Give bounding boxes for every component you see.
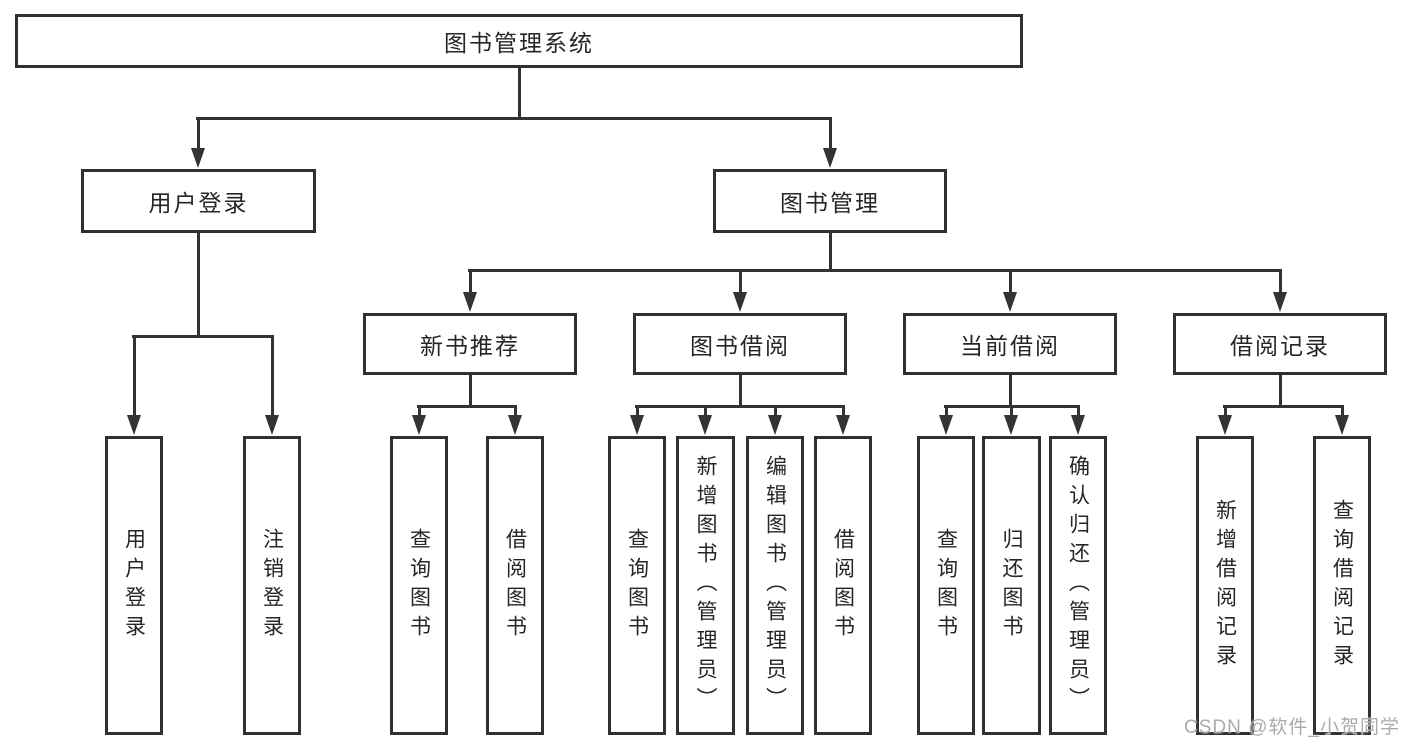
node-library-system: 图书管理系统 (15, 14, 1023, 68)
connector-hline (635, 404, 845, 408)
connector-hline (468, 268, 1282, 272)
connector-vline (196, 233, 200, 338)
leaf-user-login: 用户登录 (105, 436, 163, 735)
connector-arrow-stem (270, 336, 274, 422)
connector-arrow-stem (468, 270, 472, 299)
connector-vline (828, 233, 832, 272)
leaf-add-borrow-record-label: 新增借阅记录 (1213, 498, 1237, 673)
connector-vline (468, 375, 472, 408)
leaf-borrow-book-2: 借阅图书 (814, 436, 872, 735)
node-book-borrow-label: 图书借阅 (690, 333, 790, 359)
leaf-query-book-1: 查询图书 (390, 436, 448, 735)
connector-vline (1008, 375, 1012, 408)
node-library-system-label: 图书管理系统 (444, 30, 594, 56)
connector-arrowhead (1218, 415, 1232, 435)
connector-arrow-stem (196, 118, 200, 155)
connector-arrow-stem (132, 336, 136, 422)
connector-arrowhead (1335, 415, 1349, 435)
leaf-user-login-label: 用户登录 (122, 527, 146, 644)
connector-arrow-stem (1076, 406, 1080, 422)
leaf-query-book-2: 查询图书 (608, 436, 666, 735)
leaf-query-book-3: 查询图书 (917, 436, 975, 735)
node-book-borrow: 图书借阅 (633, 313, 847, 375)
leaf-logout-label: 注销登录 (260, 527, 284, 644)
connector-arrow-stem (1278, 270, 1282, 299)
node-borrow-records: 借阅记录 (1173, 313, 1387, 375)
connector-vline (517, 68, 521, 120)
leaf-add-book-label: 新增图书（管理员） (694, 455, 717, 716)
connector-vline (738, 375, 742, 408)
node-new-book-recommend-label: 新书推荐 (420, 333, 520, 359)
node-book-management: 图书管理 (713, 169, 947, 233)
connector-arrowhead (1071, 415, 1085, 435)
connector-arrowhead (508, 415, 522, 435)
connector-arrow-stem (703, 406, 707, 422)
connector-arrowhead (630, 415, 644, 435)
leaf-borrow-book-1-label: 借阅图书 (503, 527, 527, 644)
connector-arrowhead (733, 292, 747, 312)
node-current-borrow: 当前借阅 (903, 313, 1117, 375)
connector-arrowhead (698, 415, 712, 435)
connector-arrow-stem (1009, 406, 1013, 422)
node-book-management-label: 图书管理 (780, 190, 880, 216)
node-user-login-label: 用户登录 (148, 190, 249, 216)
connector-arrow-stem (513, 406, 517, 422)
leaf-edit-book-label: 编辑图书（管理员） (763, 455, 787, 716)
leaf-query-borrow-record-label: 查询借阅记录 (1330, 498, 1354, 673)
connector-arrowhead (265, 415, 279, 435)
connector-arrow-stem (944, 406, 948, 422)
connector-hline (196, 116, 832, 120)
connector-arrow-stem (738, 270, 742, 299)
connector-arrow-stem (841, 406, 845, 422)
connector-arrow-stem (417, 406, 421, 422)
leaf-confirm-return-label: 确认归还（管理员） (1066, 455, 1090, 716)
leaf-logout: 注销登录 (243, 436, 301, 735)
connector-arrowhead (127, 415, 141, 435)
leaf-return-book: 归还图书 (982, 436, 1041, 735)
connector-arrowhead (1273, 292, 1287, 312)
connector-arrowhead (191, 148, 205, 168)
connector-arrowhead (768, 415, 782, 435)
leaf-add-book: 新增图书（管理员） (676, 436, 735, 735)
connector-arrow-stem (828, 118, 832, 155)
connector-arrowhead (836, 415, 850, 435)
connector-hline (132, 334, 274, 338)
leaf-query-book-3-label: 查询图书 (934, 527, 958, 644)
connector-arrow-stem (1223, 406, 1227, 422)
connector-vline (1278, 375, 1282, 408)
connector-arrowhead (463, 292, 477, 312)
connector-arrowhead (939, 415, 953, 435)
leaf-borrow-book-2-label: 借阅图书 (831, 527, 855, 644)
leaf-edit-book: 编辑图书（管理员） (746, 436, 804, 735)
node-user-login: 用户登录 (81, 169, 316, 233)
connector-hline (417, 404, 517, 408)
connector-arrowhead (412, 415, 426, 435)
leaf-add-borrow-record: 新增借阅记录 (1196, 436, 1254, 735)
node-current-borrow-label: 当前借阅 (960, 333, 1060, 359)
connector-arrow-stem (1008, 270, 1012, 299)
connector-arrow-stem (635, 406, 639, 422)
leaf-return-book-label: 归还图书 (1000, 527, 1023, 644)
connector-arrowhead (823, 148, 837, 168)
connector-arrow-stem (773, 406, 777, 422)
leaf-confirm-return: 确认归还（管理员） (1049, 436, 1107, 735)
node-borrow-records-label: 借阅记录 (1230, 333, 1330, 359)
connector-arrowhead (1004, 415, 1018, 435)
leaf-query-borrow-record: 查询借阅记录 (1313, 436, 1371, 735)
node-new-book-recommend: 新书推荐 (363, 313, 577, 375)
connector-arrow-stem (1340, 406, 1344, 422)
watermark: CSDN @软件_小贺同学 (1184, 717, 1400, 738)
leaf-query-book-2-label: 查询图书 (625, 527, 649, 644)
leaf-query-book-1-label: 查询图书 (407, 527, 431, 644)
connector-arrowhead (1003, 292, 1017, 312)
leaf-borrow-book-1: 借阅图书 (486, 436, 544, 735)
connector-hline (1223, 404, 1344, 408)
